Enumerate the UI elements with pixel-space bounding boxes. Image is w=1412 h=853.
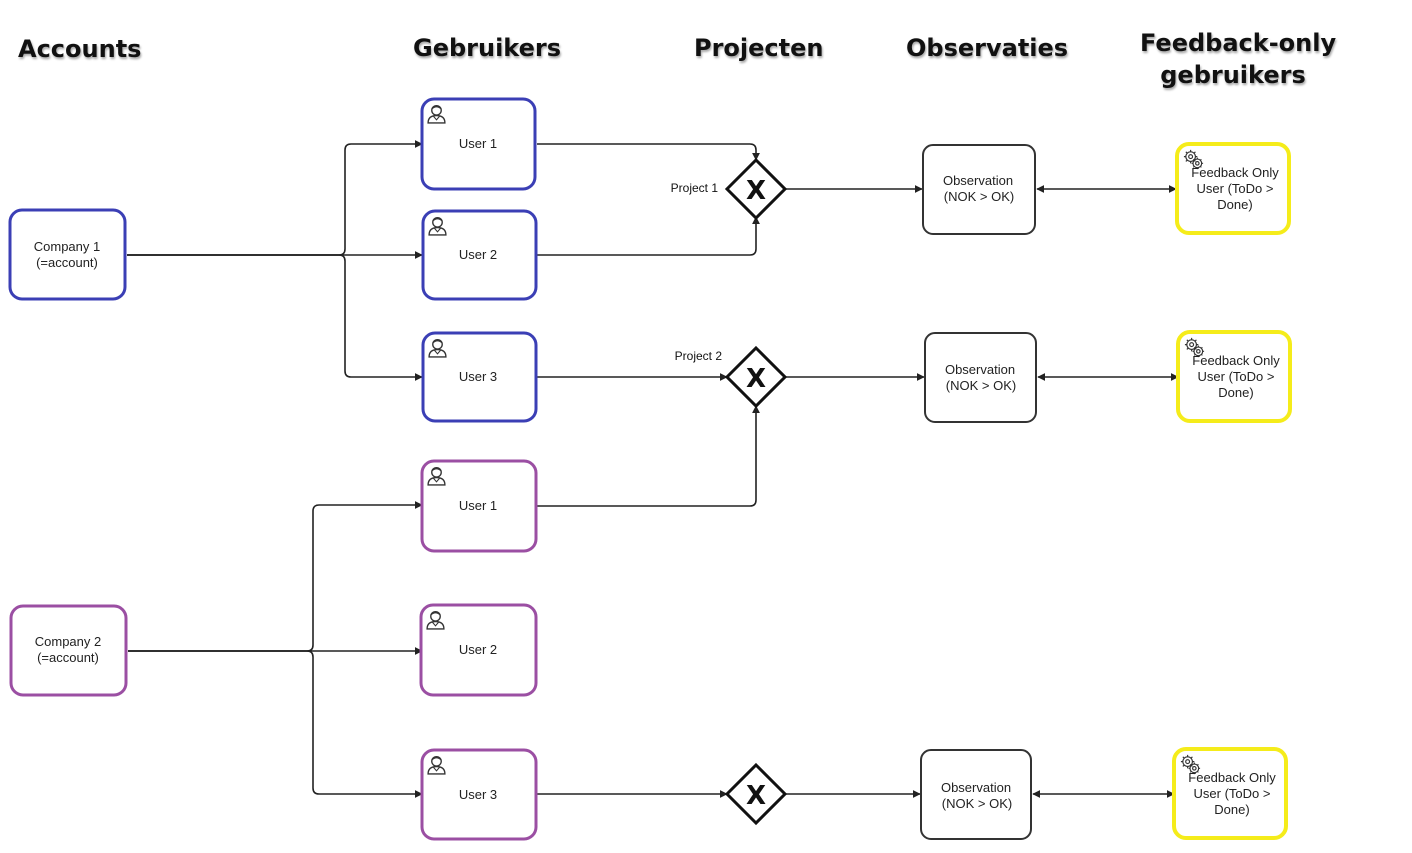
gateway-label-project-1: Project 1 xyxy=(671,181,719,195)
gateway-3[interactable]: X xyxy=(724,762,788,826)
user-node-c2-1[interactable]: User 1 xyxy=(420,459,538,553)
observation-line1: Observation xyxy=(945,362,1015,377)
feedback-line2: User (ToDo > xyxy=(1198,369,1275,384)
gateway-x-mark: X xyxy=(746,364,766,394)
user-node-c1-3[interactable]: User 3 xyxy=(421,331,538,423)
user-node-c2-3[interactable]: User 3 xyxy=(420,748,538,841)
feedback-line3: Done) xyxy=(1214,802,1249,817)
edge-company2-user3 xyxy=(128,650,423,798)
header-feedback-line1: Feedback-only xyxy=(1140,29,1337,57)
observation-line2: (NOK > OK) xyxy=(944,189,1014,204)
feedback-line2: User (ToDo > xyxy=(1197,181,1274,196)
company-node-1[interactable]: Company 1 (=account) xyxy=(8,208,127,301)
feedback-line2: User (ToDo > xyxy=(1194,786,1271,801)
edge-company1-user3 xyxy=(127,254,423,381)
gateway-project-1[interactable]: X Project 1 xyxy=(671,157,788,221)
gateway-x-mark: X xyxy=(746,176,766,206)
edge-user1-project1 xyxy=(537,143,760,161)
user-node-c2-2[interactable]: User 2 xyxy=(419,603,538,697)
connectors xyxy=(127,140,1179,798)
header-observaties: Observaties xyxy=(906,34,1069,62)
header-feedback-line2: gebruikers xyxy=(1160,61,1306,89)
header-projecten: Projecten xyxy=(694,34,824,62)
user-node-c1-1[interactable]: User 1 xyxy=(420,97,537,191)
feedback-node-1[interactable]: Feedback Only User (ToDo > Done) xyxy=(1175,142,1291,235)
gateway-label-project-2: Project 2 xyxy=(675,349,723,363)
feedback-node-2[interactable]: Feedback Only User (ToDo > Done) xyxy=(1176,330,1292,423)
user-label: User 1 xyxy=(459,136,497,151)
feedback-line3: Done) xyxy=(1217,197,1252,212)
header-feedback-only: Feedback-only gebruikers xyxy=(1140,27,1337,91)
company-node-2[interactable]: Company 2 (=account) xyxy=(9,604,128,697)
user-node-c1-2[interactable]: User 2 xyxy=(421,209,538,301)
user-label: User 3 xyxy=(459,787,497,802)
observation-line2: (NOK > OK) xyxy=(942,796,1012,811)
observation-line1: Observation xyxy=(943,173,1013,188)
edge-company1-user1 xyxy=(127,140,423,256)
edge-c2user1-project2 xyxy=(537,405,760,507)
gateway-project-2[interactable]: X Project 2 xyxy=(675,345,788,409)
observation-node-1[interactable]: Observation (NOK > OK) xyxy=(922,144,1036,235)
edge-company2-user1 xyxy=(128,501,423,652)
user-label: User 3 xyxy=(459,369,497,384)
feedback-line3: Done) xyxy=(1218,385,1253,400)
user-label: User 2 xyxy=(459,247,497,262)
feedback-line1: Feedback Only xyxy=(1192,353,1280,368)
header-accounts: Accounts xyxy=(18,35,142,63)
feedback-line1: Feedback Only xyxy=(1191,165,1279,180)
observation-node-3[interactable]: Observation (NOK > OK) xyxy=(920,749,1032,840)
user-label: User 1 xyxy=(459,498,497,513)
observation-line2: (NOK > OK) xyxy=(946,378,1016,393)
company-2-line2: (=account) xyxy=(37,650,99,665)
user-label: User 2 xyxy=(459,642,497,657)
company-2-line1: Company 2 xyxy=(35,634,101,649)
feedback-line1: Feedback Only xyxy=(1188,770,1276,785)
feedback-node-3[interactable]: Feedback Only User (ToDo > Done) xyxy=(1172,747,1288,840)
gateway-x-mark: X xyxy=(746,781,766,811)
observation-node-2[interactable]: Observation (NOK > OK) xyxy=(924,332,1037,423)
company-1-line2: (=account) xyxy=(36,255,98,270)
edge-user2-project1 xyxy=(537,216,760,256)
header-gebruikers: Gebruikers xyxy=(413,34,562,62)
company-1-line1: Company 1 xyxy=(34,239,100,254)
observation-line1: Observation xyxy=(941,780,1011,795)
